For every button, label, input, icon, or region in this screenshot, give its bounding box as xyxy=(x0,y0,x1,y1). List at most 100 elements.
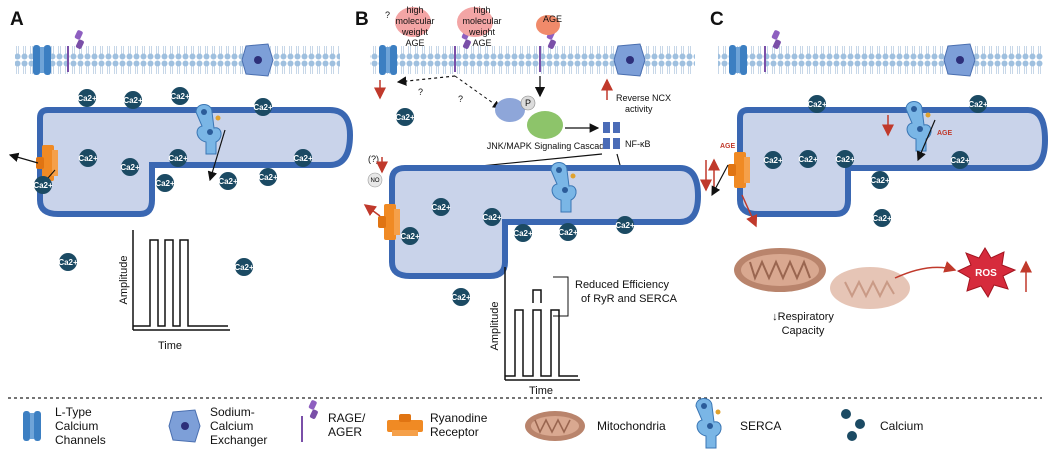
legend-label-mito: Mitochondria xyxy=(597,419,666,433)
high-mw-age-blob xyxy=(457,7,493,37)
svg-text:weight: weight xyxy=(468,27,496,37)
l-type-calcium-channel-icon xyxy=(379,45,397,75)
panel-c: C AGE AGE ↓Respiratory Capacity ROS xyxy=(700,9,1049,337)
calcium-label: Ca2+ xyxy=(253,103,273,112)
l-type-calcium-channel-icon xyxy=(23,411,41,441)
ros-burst-icon: ROS xyxy=(956,247,1017,299)
calcium-ion: Ca2+ xyxy=(835,150,855,168)
sarcoplasmic-reticulum xyxy=(37,107,354,217)
respiratory-capacity-label: ↓Respiratory xyxy=(772,311,834,323)
signal-trace xyxy=(133,239,228,327)
sodium-calcium-exchanger-icon xyxy=(613,43,646,77)
hmw-age-label-2: high molecular weight AGE xyxy=(462,5,501,48)
no-label: NO xyxy=(371,178,380,184)
ryanodine-receptor-icon xyxy=(387,414,423,436)
calcium-ion: Ca2+ xyxy=(168,149,188,167)
calcium-label: Ca2+ xyxy=(807,100,827,109)
calcium-label: Ca2+ xyxy=(968,100,988,109)
calcium-label: Ca2+ xyxy=(120,163,140,172)
sodium-calcium-exchanger-icon xyxy=(241,43,274,77)
calcium-ion: Ca2+ xyxy=(950,151,970,169)
legend-label-calcium: Calcium xyxy=(880,419,923,433)
calcium-ions: Ca2+ Ca2+ Ca2+ Ca2+ Ca2+ Ca2+ Ca2+ Ca2+ Ca2+ Ca2+… xyxy=(33,87,988,306)
calcium-label: Ca2+ xyxy=(78,154,98,163)
sodium-calcium-exchanger-icon xyxy=(943,43,976,77)
jnk-mapk-label: JNK/MAPK Signaling Cascade xyxy=(487,141,610,151)
panel-a-chart: Amplitude Time xyxy=(118,230,230,352)
calcium-ion: Ca2+ xyxy=(798,150,818,168)
calcium-ion: Ca2+ xyxy=(58,253,78,271)
calcium-ion: Ca2+ xyxy=(253,98,273,116)
calcium-ion: Ca2+ xyxy=(513,224,533,242)
panel-c-letter: C xyxy=(710,9,724,30)
svg-text:molecular: molecular xyxy=(395,16,434,26)
age-label: AGE xyxy=(720,143,736,150)
svg-text:ROS: ROS xyxy=(975,268,997,279)
svg-text:weight: weight xyxy=(401,27,429,37)
reverse-ncx-label: Reverse NCX xyxy=(616,93,671,103)
calcium-label: Ca2+ xyxy=(798,155,818,164)
calcium-ion: Ca2+ xyxy=(234,258,254,276)
calcium-ion: Ca2+ xyxy=(120,158,140,176)
legend-label-ltype: Calcium xyxy=(55,419,98,433)
calcium-ion: Ca2+ xyxy=(558,223,578,241)
age-label: AGE xyxy=(543,14,562,24)
sarcoplasmic-reticulum xyxy=(737,107,1049,217)
calcium-label: Ca2+ xyxy=(395,113,415,122)
calcium-label: Ca2+ xyxy=(258,173,278,182)
calcium-label: Ca2+ xyxy=(835,155,855,164)
signal-trace xyxy=(505,309,578,377)
question-mark: (?) xyxy=(368,154,379,164)
serca-pump-icon xyxy=(695,398,722,449)
calcium-ion: Ca2+ xyxy=(807,95,827,113)
calcium-ion: Ca2+ xyxy=(968,95,988,113)
calcium-label: Ca2+ xyxy=(763,156,783,165)
calcium-label: Ca2+ xyxy=(431,203,451,212)
cell-membrane xyxy=(370,45,695,75)
mitochondria-healthy-icon xyxy=(734,248,826,292)
sodium-calcium-exchanger-icon xyxy=(168,409,201,443)
calcium-label: Ca2+ xyxy=(234,263,254,272)
panel-b-chart: Amplitude Time Reduced Efficiency of RyR… xyxy=(489,267,678,397)
legend-label-rage: RAGE/ xyxy=(328,411,366,425)
calcium-ion: Ca2+ xyxy=(293,149,313,167)
age-label: AGE xyxy=(937,130,953,137)
mitochondria-damaged-icon xyxy=(830,267,910,309)
legend-label-ncx: Exchanger xyxy=(210,433,267,447)
mitochondria-icon xyxy=(525,411,585,441)
calcium-label: Ca2+ xyxy=(218,177,238,186)
panel-b: B ? high molecular weight AGE high molec… xyxy=(355,5,702,397)
reduced-efficiency-label: Reduced Efficiency xyxy=(575,279,669,291)
calcium-ion: Ca2+ xyxy=(33,176,53,194)
panel-b-letter: B xyxy=(355,9,369,30)
l-type-calcium-channel-icon xyxy=(33,45,51,75)
reverse-ncx-label: activity xyxy=(625,104,653,114)
phosphate-label: P xyxy=(525,98,531,108)
calcium-label: Ca2+ xyxy=(123,96,143,105)
calcium-label: Ca2+ xyxy=(950,156,970,165)
calcium-label: Ca2+ xyxy=(513,229,533,238)
legend-label-rage: AGER xyxy=(328,425,362,439)
calcium-ion: Ca2+ xyxy=(258,168,278,186)
svg-text:AGE: AGE xyxy=(472,38,491,48)
age-blob xyxy=(536,15,560,35)
calcium-ion: Ca2+ xyxy=(615,216,635,234)
cell-membrane xyxy=(15,45,340,75)
legend: L-Type Calcium Channels Sodium- Calcium … xyxy=(23,398,923,449)
calcium-ion: Ca2+ xyxy=(170,87,190,105)
panel-a-letter: A xyxy=(10,9,24,30)
x-axis-label: Time xyxy=(529,385,553,397)
calcium-ion: Ca2+ xyxy=(763,151,783,169)
y-axis-label: Amplitude xyxy=(489,302,501,351)
calcium-label: Ca2+ xyxy=(615,221,635,230)
y-axis-label: Amplitude xyxy=(118,256,130,305)
calcium-label: Ca2+ xyxy=(482,213,502,222)
question-mark: ? xyxy=(418,87,423,97)
legend-label-ncx: Calcium xyxy=(210,419,253,433)
calcium-ion: Ca2+ xyxy=(431,198,451,216)
calcium-label: Ca2+ xyxy=(872,214,892,223)
nf-kb-icon xyxy=(603,122,620,149)
calcium-label: Ca2+ xyxy=(33,181,53,190)
calcium-ion: Ca2+ xyxy=(155,174,175,192)
